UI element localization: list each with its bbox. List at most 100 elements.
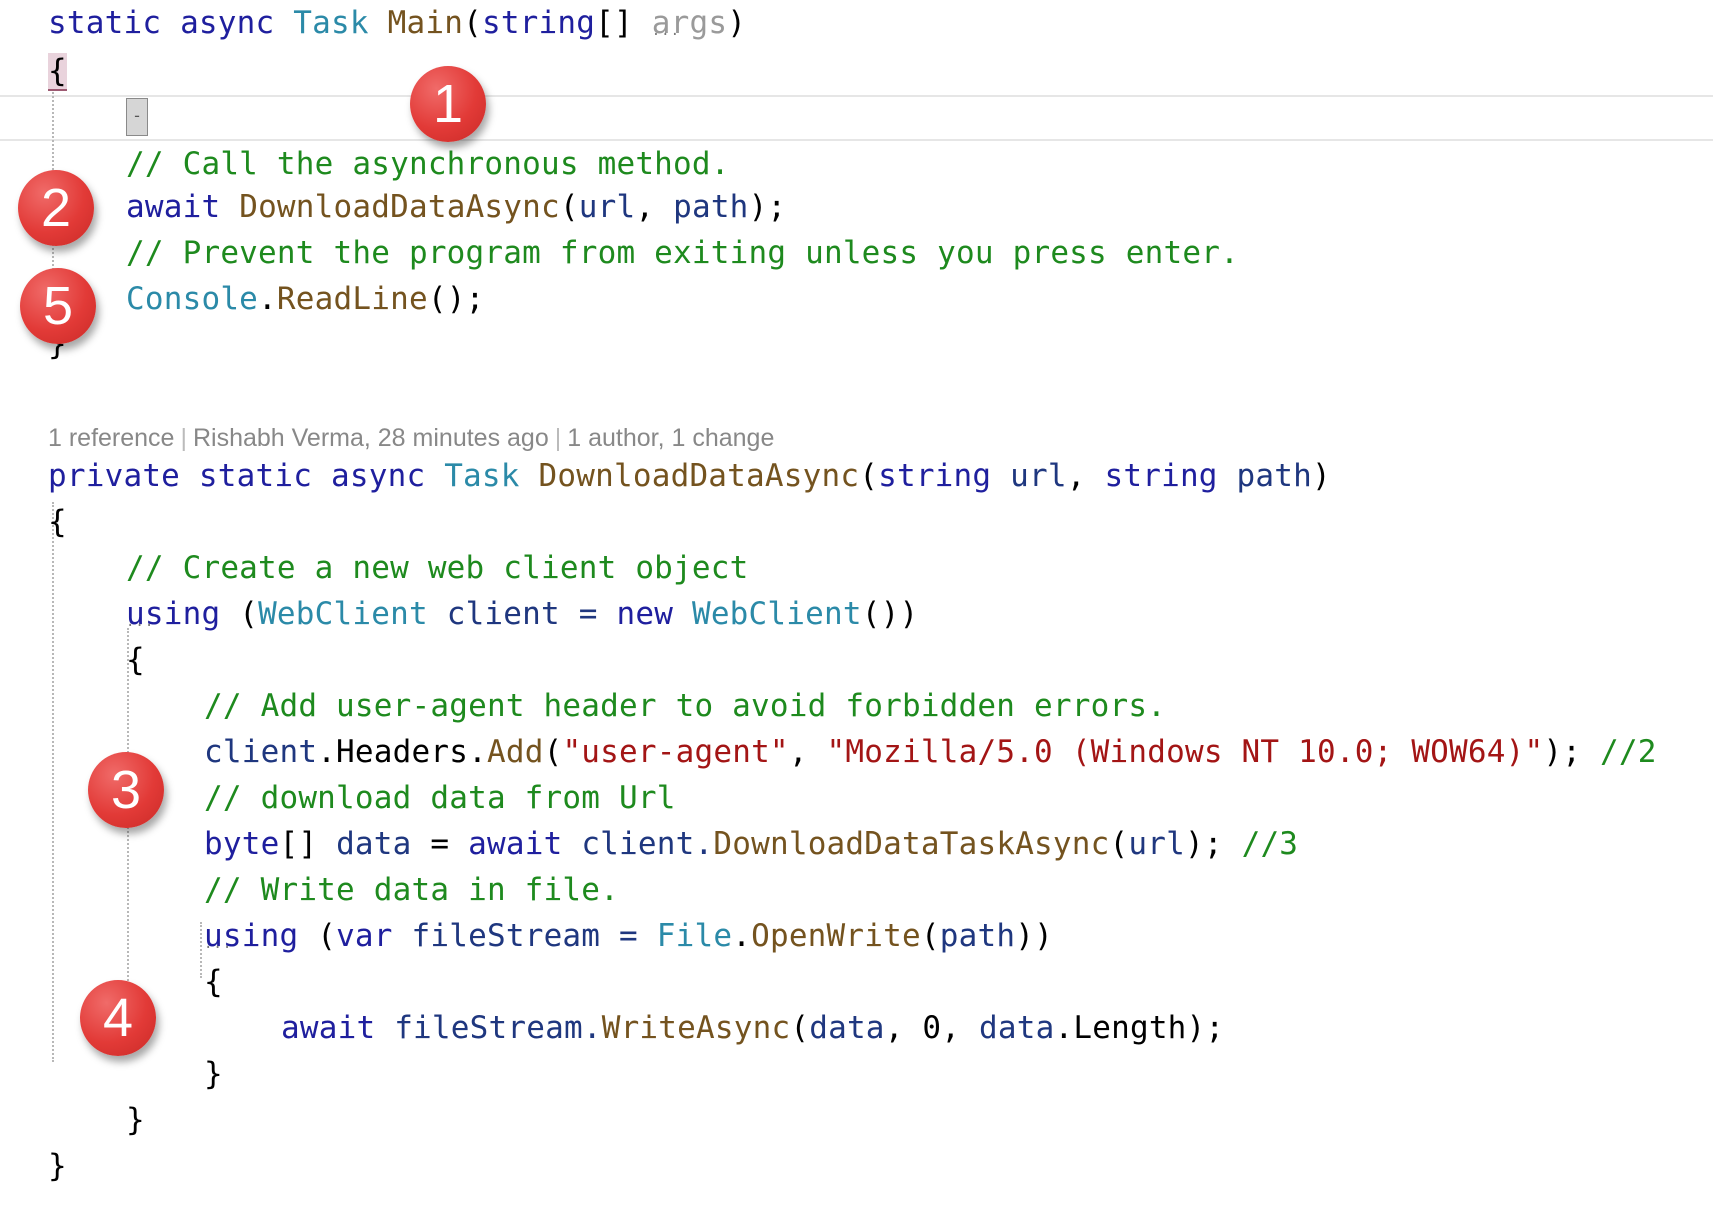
keyword-string: string (1104, 458, 1218, 494)
comment-download: // download data from Url (204, 780, 676, 816)
keyword-byte: byte (204, 826, 280, 862)
code-line-readline[interactable]: Console.ReadLine(); (126, 279, 484, 319)
arg-path: path (939, 918, 1016, 954)
code-line-headers-add[interactable]: client.Headers.Add("user-agent", "Mozill… (204, 732, 1657, 772)
code-line-using-close-brace[interactable]: } (126, 1100, 145, 1140)
arg-url: url (578, 189, 636, 225)
punct-eq: = (411, 826, 469, 862)
code-line-comment-useragent[interactable]: // Add user-agent header to avoid forbid… (204, 686, 1166, 726)
brace-close: } (48, 1148, 67, 1184)
callout-badge-5: 5 (20, 268, 96, 344)
code-line-file-close-brace[interactable]: } (204, 1054, 223, 1094)
comment-useragent: // Add user-agent header to avoid forbid… (204, 688, 1167, 724)
code-line-bytes[interactable]: byte[] data = await client.DownloadDataT… (204, 824, 1298, 864)
brace-close: } (204, 1056, 223, 1092)
member-headers: .Headers. (317, 734, 487, 770)
brace-open: { (48, 504, 67, 540)
brace-match-highlight: { (48, 53, 67, 91)
punct-close: ) (1312, 458, 1331, 494)
comment-prevent: // Prevent the program from exiting unle… (126, 235, 1239, 271)
callout-badge-2: 2 (18, 170, 94, 246)
code-line-comment-write[interactable]: // Write data in file. (204, 870, 619, 910)
code-line-comment-call[interactable]: // Call the asynchronous method. (126, 144, 730, 184)
comment-3: //3 (1241, 826, 1299, 862)
punct-brackets: [] (279, 826, 337, 862)
keyword-using: using (204, 918, 298, 954)
brace-open: { (204, 964, 223, 1000)
method-add: Add (486, 734, 544, 770)
punct-open: ( (859, 458, 879, 494)
punct-close-paren: ) (727, 5, 747, 41)
code-line-await-download[interactable]: await DownloadDataAsync(url, path); (126, 187, 786, 227)
punct-open: ( (559, 189, 579, 225)
code-line-comment-download[interactable]: // download data from Url (204, 778, 676, 818)
method-writeasync: WriteAsync (601, 1010, 791, 1046)
comment-call: // Call the asynchronous method. (126, 146, 730, 182)
code-line-using-open-brace[interactable]: { (126, 640, 145, 680)
keyword-string: string (878, 458, 992, 494)
code-line-using-file[interactable]: using (var fileStream = File.OpenWrite(p… (204, 916, 1053, 956)
keyword-await: await (281, 1010, 376, 1046)
callout-badge-1: 1 (410, 66, 486, 142)
punct-open: ( (920, 918, 940, 954)
param-url: url (1010, 458, 1067, 494)
punct-comma: , (788, 734, 827, 770)
code-line-download-close-brace[interactable]: } (48, 1146, 67, 1186)
punct-close: ); (1186, 1010, 1225, 1046)
callout-badge-4: 4 (80, 980, 156, 1056)
codelens-separator: | (180, 424, 187, 452)
method-download-data-async: DownloadDataAsync (538, 458, 860, 494)
keyword-static: static (198, 458, 313, 494)
current-line-highlight (0, 95, 1713, 141)
keyword-private: private (48, 458, 181, 494)
punct-comma: , (635, 189, 674, 225)
string-user-agent: "user-agent" (562, 734, 789, 770)
code-line-main-signature[interactable]: static async Task Main(string[] args) (48, 3, 746, 43)
punct-close: )) (1015, 918, 1053, 954)
param-path: path (1236, 458, 1313, 494)
punct-comma: , (884, 1010, 923, 1046)
type-console: Console (126, 281, 259, 317)
method-download-data-async: DownloadDataAsync (239, 189, 560, 225)
code-line-download-open-brace[interactable]: { (48, 502, 67, 542)
punct-close: ()) (861, 596, 919, 632)
punct-comma: , (941, 1010, 980, 1046)
arg-zero: 0 (922, 1010, 942, 1046)
var-filestream: fileStream = (392, 918, 657, 954)
code-line-download-signature[interactable]: private static async Task DownloadDataAs… (48, 456, 1331, 496)
var-filestream: fileStream. (375, 1010, 602, 1046)
codelens: 1 reference|Rishabh Verma, 28 minutes ag… (48, 420, 774, 456)
code-line-write-async[interactable]: await fileStream.WriteAsync(data, 0, dat… (281, 1008, 1224, 1048)
codelens-references[interactable]: 1 reference (48, 424, 175, 452)
punct-open: ( (790, 1010, 810, 1046)
code-line-comment-prevent[interactable]: // Prevent the program from exiting unle… (126, 233, 1239, 273)
indent-guide-download (52, 502, 54, 1062)
punct-open: ( (543, 734, 563, 770)
codelens-author-time[interactable]: Rishabh Verma, 28 minutes ago (192, 424, 549, 452)
code-line-file-open-brace[interactable]: { (204, 962, 223, 1002)
keyword-await: await (468, 826, 563, 862)
type-file: File (656, 918, 733, 954)
keyword-new: new (616, 596, 674, 632)
keyword-using: using (126, 596, 220, 632)
collapse-indicator[interactable]: - (126, 98, 148, 136)
comment-2: //2 (1599, 734, 1657, 770)
code-line-using-client[interactable]: using (WebClient client = new WebClient(… (126, 594, 918, 634)
code-line-main-open-brace[interactable]: { (48, 51, 67, 91)
keyword-var: var (336, 918, 393, 954)
keyword-string: string (481, 5, 596, 41)
arg-path: path (673, 189, 749, 225)
keyword-static: static (48, 5, 162, 41)
punct-close: ); (1543, 734, 1600, 770)
arg-url: url (1128, 826, 1185, 862)
type-task: Task (293, 5, 369, 41)
codelens-changes[interactable]: 1 author, 1 change (567, 424, 775, 452)
punct-brackets: [] (595, 5, 652, 41)
member-length: .Length (1054, 1010, 1187, 1046)
type-task: Task (444, 458, 520, 494)
punct-dot: . (258, 281, 277, 317)
var-data: data (336, 826, 412, 862)
code-line-comment-create[interactable]: // Create a new web client object (126, 548, 749, 588)
keyword-await: await (126, 189, 221, 225)
punct-open: ( (1109, 826, 1129, 862)
